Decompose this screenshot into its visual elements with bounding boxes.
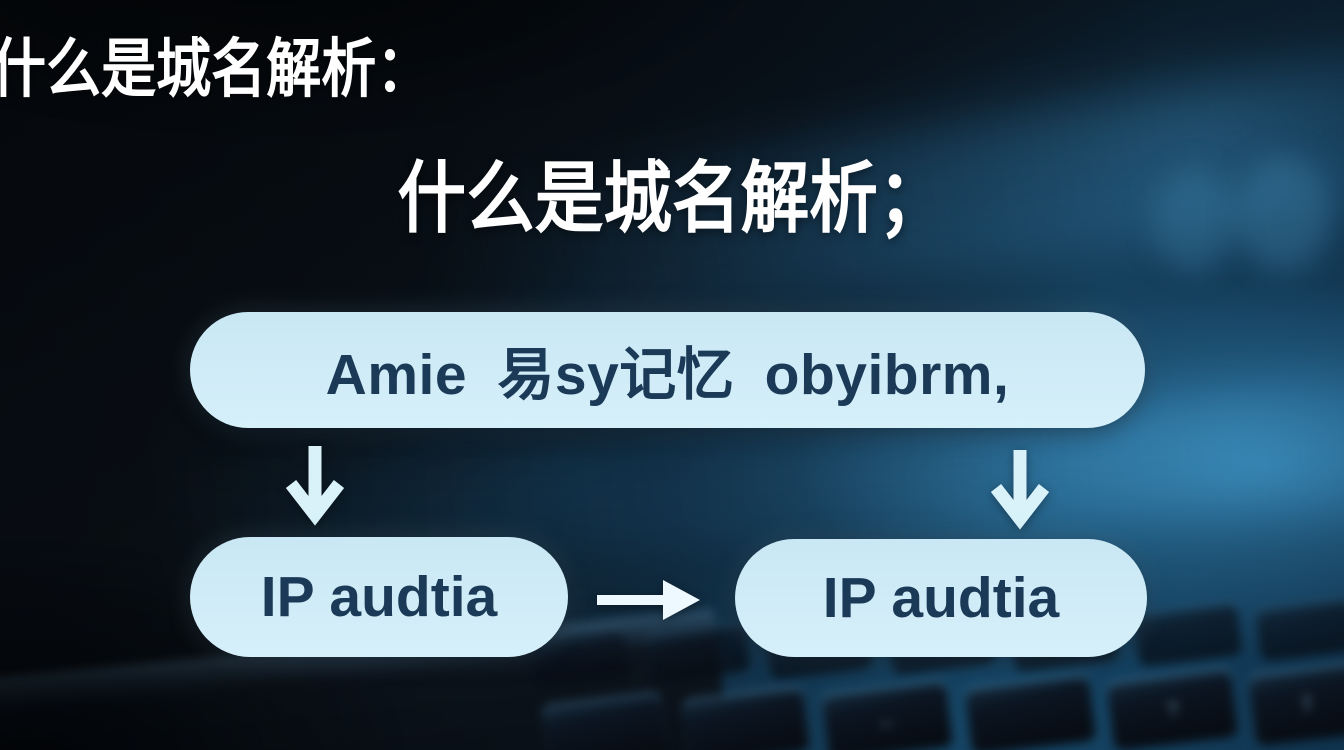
diagram-node-domain-name: Amie 易sy记忆 obyibrm, <box>190 312 1145 428</box>
diagram-node-label: IP audtia <box>822 566 1060 630</box>
diagram-node-ip-address-right: IP audtia <box>735 539 1147 657</box>
diagram-node-ip-address-left: IP audtia <box>190 537 568 657</box>
right-arrow-icon <box>597 580 700 620</box>
down-arrow-icon <box>285 446 345 526</box>
diagram-node-label: IP audtia <box>260 565 498 629</box>
page-title: 什么是城名解析； <box>397 154 947 242</box>
corner-title: 什么是城名解析： <box>0 33 432 105</box>
down-arrow-icon <box>990 450 1050 530</box>
diagram-node-label: Amie 易sy记忆 obyibrm, <box>325 343 1010 407</box>
